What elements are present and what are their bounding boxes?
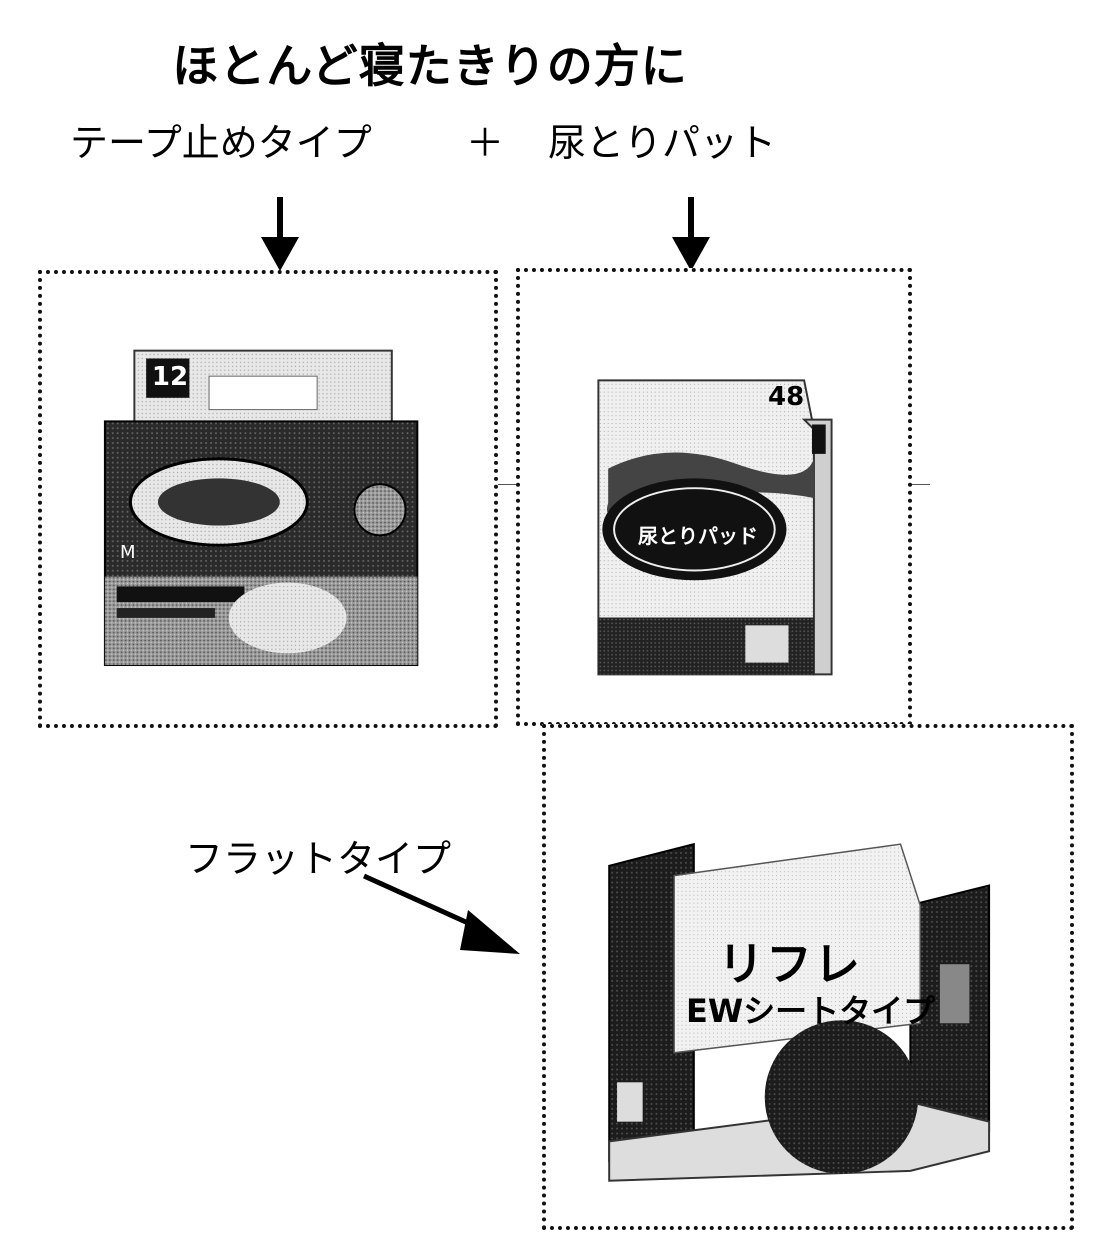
package-product-name: 尿とりパッド [638, 524, 758, 548]
tape-type-package-image [103, 349, 419, 667]
package-product-name: EWシートタイプ [686, 992, 936, 1030]
flat-type-package-frame: リフレ EWシートタイプ [542, 724, 1074, 1230]
urine-pad-label: 尿とりパット [548, 121, 777, 165]
plus-sign: ＋ [466, 121, 505, 165]
package-size: M [120, 542, 136, 563]
tape-type-package-frame: 12 M [38, 270, 498, 728]
tape-type-label: テープ止めタイプ [70, 121, 372, 165]
package-count: 48 [768, 382, 805, 412]
flat-type-package-image [608, 842, 991, 1182]
package-count: 12 [151, 362, 189, 392]
package-brand: リフレ [718, 937, 862, 991]
urine-pad-package-frame: 48 尿とりパッド [516, 268, 912, 726]
diagonal-arrow-icon [362, 873, 520, 954]
down-arrow-icon [261, 197, 299, 271]
urine-pad-package-image [597, 379, 833, 676]
flat-type-label: フラットタイプ [185, 837, 452, 881]
page-headline: ほとんど寝たきりの方に [172, 39, 688, 93]
down-arrow-icon [672, 197, 710, 271]
guide-line [90, 484, 930, 485]
